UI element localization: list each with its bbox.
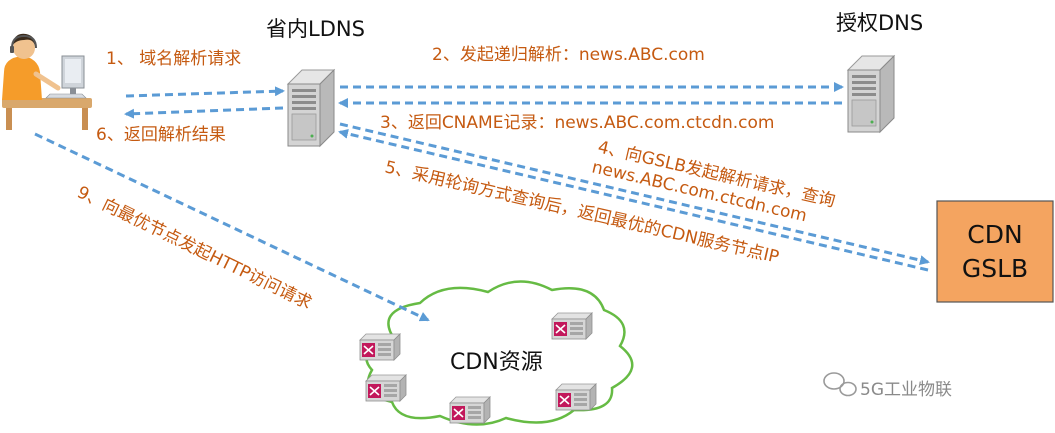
watermark-text: 5G工业物联 [860, 380, 952, 400]
arrow-step5 [338, 128, 929, 272]
router-node-icon [449, 396, 491, 424]
ldns-server-icon [287, 69, 335, 147]
gslb-label-line1: CDN [967, 220, 1022, 249]
arrow-step4 [339, 122, 930, 266]
cdn-gslb-box [936, 200, 1054, 303]
ldns-label: 省内LDNS [266, 17, 365, 41]
router-node-icon [365, 374, 407, 402]
cdn-resource-label: CDN资源 [450, 350, 543, 375]
arrow-step6 [124, 106, 284, 119]
step3-label: 3、返回CNAME记录：news.ABC.com.ctcdn.com [380, 113, 774, 133]
auth-dns-label: 授权DNS [836, 11, 923, 35]
gslb-label-line2: GSLB [962, 254, 1028, 283]
router-node-icon [551, 312, 593, 340]
user-at-computer-icon [2, 33, 92, 130]
step1-label: 1、 域名解析请求 [106, 49, 241, 69]
step9-label: 9、向最优节点发起HTTP访问请求 [74, 183, 315, 314]
router-node-icon [555, 383, 597, 411]
wechat-icon [823, 372, 857, 397]
auth-dns-server-icon [847, 55, 895, 133]
step2-label: 2、发起递归解析：news.ABC.com [432, 45, 705, 65]
router-node-icon [359, 333, 401, 361]
arrow-step9 [34, 132, 430, 322]
step6-label: 6、返回解析结果 [96, 125, 226, 145]
arrow-step1 [125, 86, 285, 98]
